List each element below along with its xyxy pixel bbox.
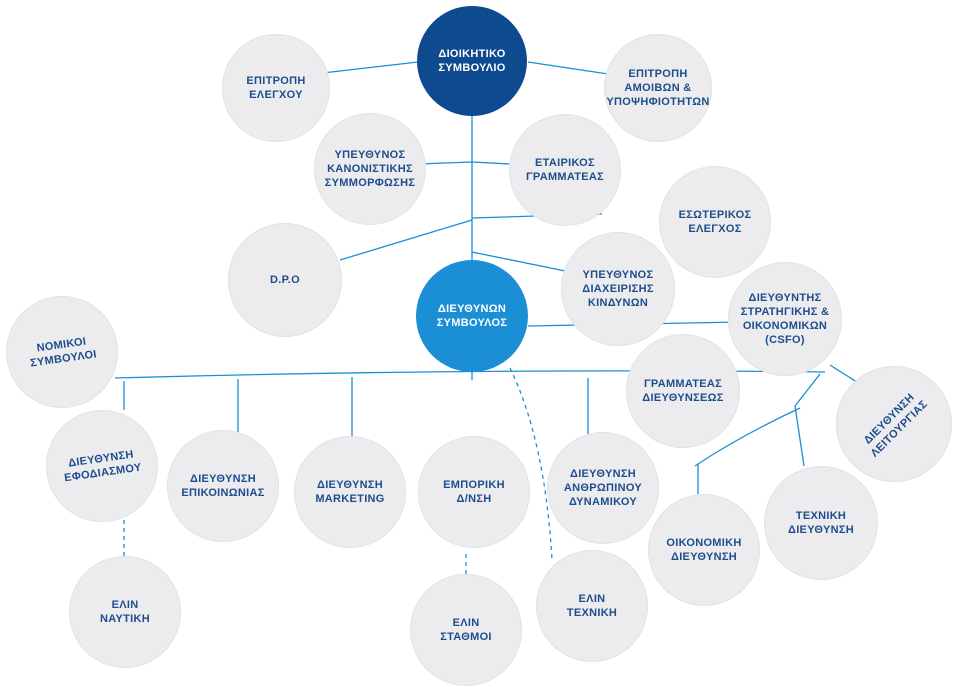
elin-naftiki-node: ΕΛΙΝ ΝΑΥΤΙΚΗ xyxy=(69,556,181,668)
ceo-label: ΔΙΕΥΘΥΝΩΝ ΣΥΜΒΟΥΛΟΣ xyxy=(436,303,508,329)
marketing-node: ΔΙΕΥΘΥΝΣΗ MARKETING xyxy=(294,436,406,548)
compliance-officer-node: ΥΠΕΥΘΥΝΟΣ ΚΑΝΟΝΙΣΤΙΚΗΣ ΣΥΜΜΟΡΦΩΣΗΣ xyxy=(314,113,426,225)
commercial-node: ΕΜΠΟΡΙΚΗ Δ/ΝΣΗ xyxy=(418,436,530,548)
connector xyxy=(417,161,473,165)
connector xyxy=(471,161,511,165)
legal-advisors-label: ΝΟΜΙΚΟΙ ΣΥΜΒΟΥΛΟΙ xyxy=(28,335,97,370)
commercial-label: ΕΜΠΟΡΙΚΗ Δ/ΝΣΗ xyxy=(443,479,505,505)
connector xyxy=(471,251,571,273)
remuneration-committee-node: ΕΠΙΤΡΟΠΗ ΑΜΟΙΒΩΝ & ΥΠΟΨΗΦΙΟΤΗΤΩΝ xyxy=(604,34,712,142)
marketing-label: ΔΙΕΥΘΥΝΣΗ MARKETING xyxy=(315,479,385,505)
board-node: ΔΙΟΙΚΗΤΙΚΟ ΣΥΜΒΟΥΛΙΟ xyxy=(417,6,527,116)
supply-label: ΔΙΕΥΘΥΝΣΗ ΕΦΟΔΙΑΣΜΟΥ xyxy=(63,448,143,485)
internal-audit-node: ΕΣΩΤΕΡΙΚΟΣ ΕΛΕΓΧΟΣ xyxy=(659,166,771,278)
hr-node: ΔΙΕΥΘΥΝΣΗ ΑΝΘΡΩΠΙΝΟΥ ΔΥΝΑΜΙΚΟΥ xyxy=(547,432,659,544)
dashed-connector xyxy=(509,367,553,561)
csfo-label: ΔΙΕΥΘΥΝΤΗΣ ΣΤΡΑΤΗΓΙΚΗΣ & ΟΙΚΟΝΟΜΙΚΩΝ (CS… xyxy=(740,292,830,346)
management-secretary-label: ΓΡΑΜΜΑΤΕΑΣ ΔΙΕΥΘΥΝΣΕΩΣ xyxy=(642,378,724,404)
connector xyxy=(794,373,821,407)
financial-label: ΟΙΚΟΝΟΜΙΚΗ ΔΙΕΥΘΥΝΣΗ xyxy=(666,537,742,563)
board-label: ΔΙΟΙΚΗΤΙΚΟ ΣΥΜΒΟΥΛΙΟ xyxy=(438,48,506,74)
supply-node: ΔΙΕΥΘΥΝΣΗ ΕΦΟΔΙΑΣΜΟΥ xyxy=(46,410,158,522)
hr-label: ΔΙΕΥΘΥΝΣΗ ΑΝΘΡΩΠΙΝΟΥ ΔΥΝΑΜΙΚΟΥ xyxy=(563,468,643,508)
connector xyxy=(339,219,473,261)
compliance-officer-label: ΥΠΕΥΘΥΝΟΣ ΚΑΝΟΝΙΣΤΙΚΗΣ ΣΥΜΜΟΡΦΩΣΗΣ xyxy=(324,149,416,189)
internal-audit-label: ΕΣΩΤΕΡΙΚΟΣ ΕΛΕΓΧΟΣ xyxy=(678,209,752,235)
elin-techniki-node: ΕΛΙΝ ΤΕΧΝΙΚΗ xyxy=(536,550,648,662)
csfo-node: ΔΙΕΥΘΥΝΤΗΣ ΣΤΡΑΤΗΓΙΚΗΣ & ΟΙΚΟΝΟΜΙΚΩΝ (CS… xyxy=(728,262,842,376)
operations-node: ΔΙΕΥΘΥΝΣΗ ΛΕΙΤΟΥΡΓΙΑΣ xyxy=(836,366,952,482)
elin-naftiki-label: ΕΛΙΝ ΝΑΥΤΙΚΗ xyxy=(100,599,150,625)
dpo-label: D.P.O xyxy=(269,274,301,286)
risk-officer-node: ΥΠΕΥΘΥΝΟΣ ΔΙΑΧΕΙΡΙΣΗΣ ΚΙΝΔΥΝΩΝ xyxy=(561,232,675,346)
legal-advisors-node: ΝΟΜΙΚΟΙ ΣΥΜΒΟΥΛΟΙ xyxy=(6,296,118,408)
dpo-node: D.P.O xyxy=(228,223,342,337)
communications-label: ΔΙΕΥΘΥΝΣΗ ΕΠΙΚΟΙΝΩΝΙΑΣ xyxy=(181,473,265,499)
connector xyxy=(694,407,801,467)
management-secretary-node: ΓΡΑΜΜΑΤΕΑΣ ΔΙΕΥΘΥΝΣΕΩΣ xyxy=(626,334,740,448)
elin-stathmoi-node: ΕΛΙΝ ΣΤΑΘΜΟΙ xyxy=(410,574,522,686)
communications-node: ΔΙΕΥΘΥΝΣΗ ΕΠΙΚΟΙΝΩΝΙΑΣ xyxy=(167,430,279,542)
audit-committee-node: ΕΠΙΤΡΟΠΗ ΕΛΕΓΧΟΥ xyxy=(222,34,330,142)
elin-stathmoi-label: ΕΛΙΝ ΣΤΑΘΜΟΙ xyxy=(440,617,492,643)
audit-committee-label: ΕΠΙΤΡΟΠΗ ΕΛΕΓΧΟΥ xyxy=(246,75,306,101)
elin-techniki-label: ΕΛΙΝ ΤΕΧΝΙΚΗ xyxy=(566,593,618,619)
corporate-secretary-label: ΕΤΑΙΡΙΚΟΣ ΓΡΑΜΜΑΤΕΑΣ xyxy=(525,157,605,183)
remuneration-committee-label: ΕΠΙΤΡΟΠΗ ΑΜΟΙΒΩΝ & ΥΠΟΨΗΦΙΟΤΗΤΩΝ xyxy=(606,68,710,108)
connector xyxy=(527,61,609,75)
financial-node: ΟΙΚΟΝΟΜΙΚΗ ΔΙΕΥΘΥΝΣΗ xyxy=(648,494,760,606)
connector xyxy=(794,405,805,467)
technical-dept-node: ΤΕΧΝΙΚΗ ΔΙΕΥΘΥΝΣΗ xyxy=(764,466,878,580)
ceo-node: ΔΙΕΥΘΥΝΩΝ ΣΥΜΒΟΥΛΟΣ xyxy=(416,260,528,372)
operations-label: ΔΙΕΥΘΥΝΣΗ ΛΕΙΤΟΥΡΓΙΑΣ xyxy=(861,391,930,460)
technical-dept-label: ΤΕΧΝΙΚΗ ΔΙΕΥΘΥΝΣΗ xyxy=(788,510,854,536)
corporate-secretary-node: ΕΤΑΙΡΙΚΟΣ ΓΡΑΜΜΑΤΕΑΣ xyxy=(509,114,621,226)
risk-officer-label: ΥΠΕΥΘΥΝΟΣ ΔΙΑΧΕΙΡΙΣΗΣ ΚΙΝΔΥΝΩΝ xyxy=(582,269,654,309)
